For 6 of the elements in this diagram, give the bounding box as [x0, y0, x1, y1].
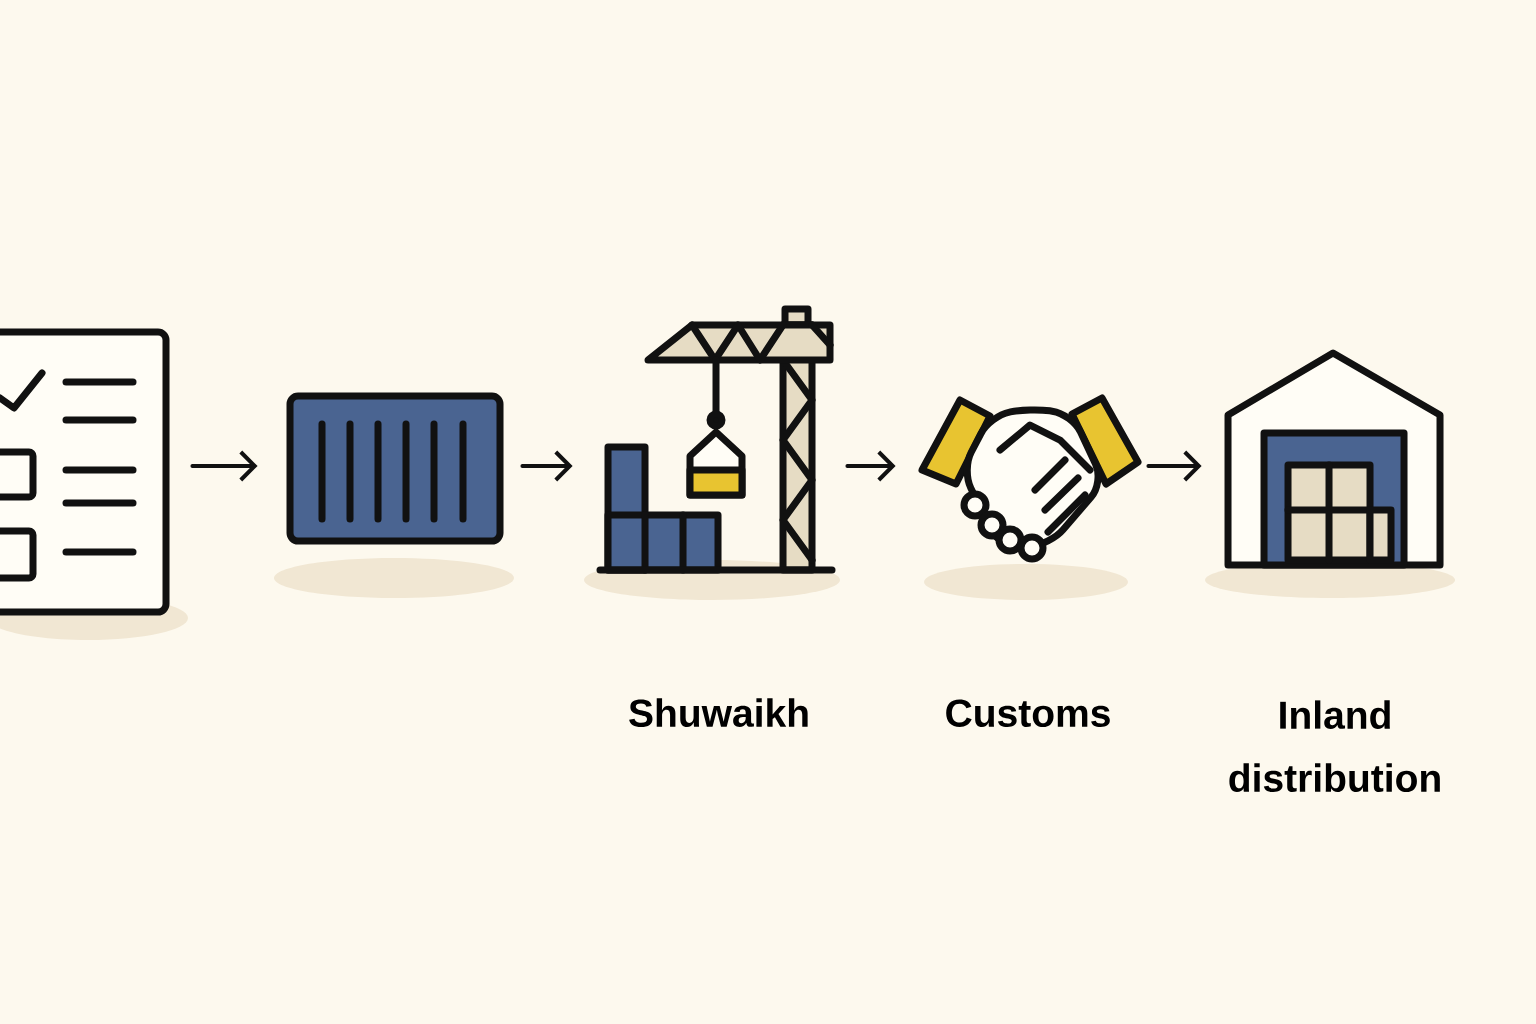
container-drawing: [274, 392, 514, 598]
step-label: Customs: [946, 699, 1110, 727]
checklist-drawing: [0, 328, 188, 640]
arrow: [190, 450, 258, 482]
step-label: Inland distribution: [1229, 700, 1440, 792]
step-label: Shuwaikh: [629, 698, 808, 727]
